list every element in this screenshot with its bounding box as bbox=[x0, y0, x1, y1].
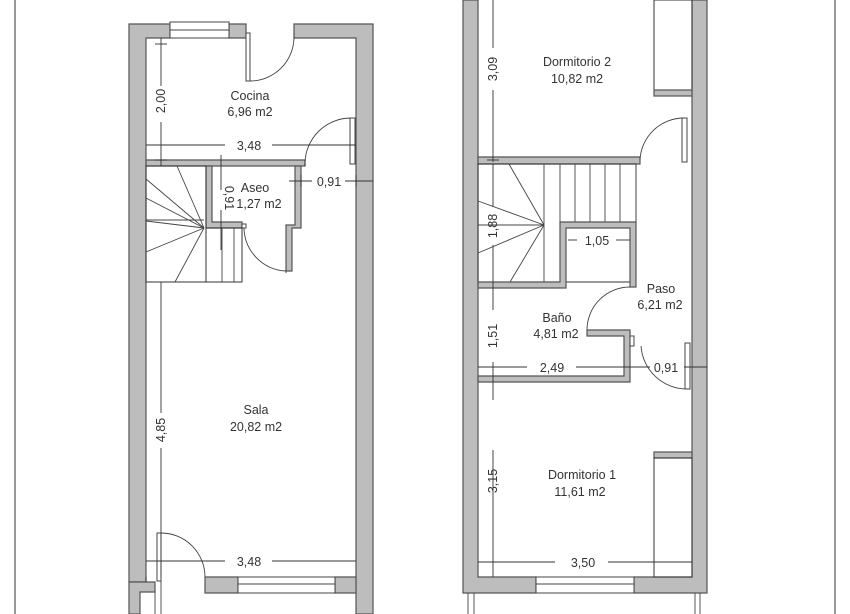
aseo-side-door-leaf bbox=[349, 117, 356, 165]
aseo-side-door-swing bbox=[304, 117, 352, 164]
bano-door-swing bbox=[586, 286, 631, 331]
room-dorm1-area: 11,61 m2 bbox=[554, 485, 605, 499]
dim-aseo-height: 0,91 bbox=[222, 186, 236, 210]
upper-right-wall bbox=[633, 0, 708, 594]
room-cocina-name: Cocina bbox=[231, 89, 270, 103]
dorm1-door-leaf bbox=[684, 342, 691, 390]
dorm1-wardrobe bbox=[653, 457, 693, 578]
entrance-door-leaf bbox=[156, 532, 162, 582]
aseo-right-wall bbox=[285, 165, 302, 272]
aseo-door-swing bbox=[243, 227, 287, 272]
dim-sala-height: 4,85 bbox=[154, 418, 168, 442]
room-bano-name: Baño bbox=[542, 311, 571, 325]
dorm2-door-swing bbox=[639, 117, 685, 161]
ground-top-wall-left bbox=[228, 23, 247, 39]
room-paso-name: Paso bbox=[647, 282, 676, 296]
kitchen-bottom-wall bbox=[145, 159, 306, 167]
entrance-door-swing bbox=[160, 532, 206, 578]
room-dorm2-name: Dormitorio 2 bbox=[543, 55, 611, 69]
dorm1-door-swing bbox=[640, 345, 688, 390]
dim-bano-top-width: 1,05 bbox=[585, 234, 609, 248]
dim-stair-height: 1,88 bbox=[486, 214, 500, 238]
ground-stairs bbox=[145, 165, 243, 283]
room-cocina-area: 6,96 m2 bbox=[227, 105, 272, 119]
dim-dorm1-width: 3,50 bbox=[571, 556, 595, 570]
room-aseo-name: Aseo bbox=[241, 181, 270, 195]
bedroom1-window bbox=[535, 576, 635, 594]
room-aseo-area: 1,27 m2 bbox=[236, 197, 281, 211]
room-sala-name: Sala bbox=[243, 403, 268, 417]
room-sala-area: 20,82 m2 bbox=[230, 420, 282, 434]
dim-dorm1-height: 3,15 bbox=[486, 469, 500, 493]
ground-bottom-wall bbox=[204, 576, 239, 594]
dorm2-door-leaf bbox=[681, 117, 688, 163]
bano-walls bbox=[477, 221, 637, 289]
dim-bano-height: 1,51 bbox=[486, 324, 500, 348]
kitchen-door-swing bbox=[249, 36, 295, 82]
kitchen-door-leaf bbox=[245, 32, 251, 82]
ground-top-wall-right bbox=[293, 23, 374, 614]
upper-left-wall bbox=[462, 0, 537, 594]
dim-dorm2-height: 3,09 bbox=[486, 57, 500, 81]
dim-sala-width: 3,48 bbox=[237, 555, 261, 569]
room-dorm2-area: 10,82 m2 bbox=[551, 72, 603, 86]
dim-aseo-passage: 0,91 bbox=[317, 175, 341, 189]
dorm2-wardrobe bbox=[653, 0, 693, 91]
dim-cocina-height: 2,00 bbox=[154, 89, 168, 113]
dim-paso-passage: 0,91 bbox=[654, 361, 678, 375]
ground-dimension-lines bbox=[146, 38, 373, 577]
living-window bbox=[237, 576, 336, 594]
room-dorm1-name: Dormitorio 1 bbox=[548, 468, 616, 482]
ground-left-wall-lower bbox=[128, 581, 156, 614]
room-paso-area: 6,21 m2 bbox=[637, 298, 682, 312]
dim-cocina-width: 3,48 bbox=[237, 139, 261, 153]
ground-bottom-wall-right bbox=[334, 576, 357, 594]
room-bano-area: 4,81 m2 bbox=[533, 327, 578, 341]
ground-floor-plan: 2,00 3,48 0,91 0,91 4,85 3,48 Cocina 6,9… bbox=[128, 21, 374, 614]
dim-bano-width: 2,49 bbox=[540, 361, 564, 375]
dorm2-bottom-wall bbox=[477, 156, 641, 165]
upper-dimension-lines bbox=[478, 0, 707, 577]
upper-floor-plan: 3,09 1,88 1,05 1,51 2,49 0,91 3,15 3,50 … bbox=[462, 0, 708, 614]
